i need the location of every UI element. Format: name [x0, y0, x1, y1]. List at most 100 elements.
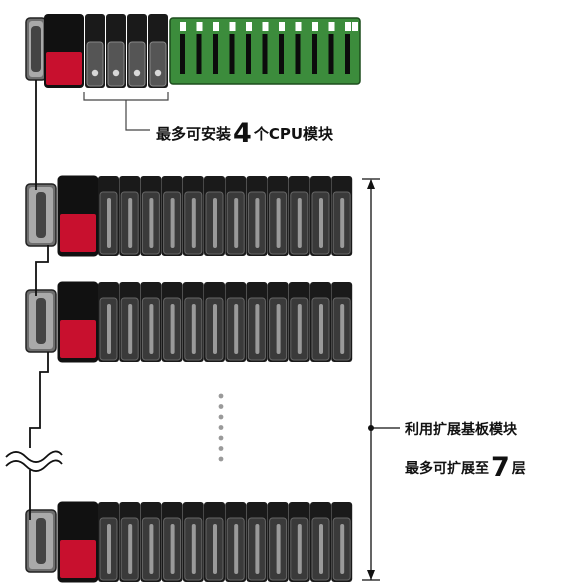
io-module-slot [128, 304, 133, 354]
power-module-red-panel [60, 214, 96, 252]
io-module-slot [276, 524, 281, 574]
ellipsis-dot [218, 456, 224, 462]
io-module [182, 282, 204, 362]
io-green-notch [352, 22, 358, 31]
io-module-slot [234, 524, 239, 574]
extension-rack-1 [57, 175, 353, 257]
io-module [331, 282, 353, 362]
io-module [182, 176, 204, 256]
io-green-notch [262, 22, 269, 31]
io-green-slot [196, 34, 202, 74]
io-module [225, 176, 247, 256]
io-green-slot [229, 34, 235, 74]
cpu-indicator [154, 69, 162, 77]
io-module [204, 502, 225, 582]
main-rack-connector [25, 17, 47, 81]
io-green-slot [213, 34, 218, 74]
dimension-leader-dot [368, 425, 374, 431]
io-module-slot [213, 524, 217, 574]
extension-rack-2 [57, 281, 353, 363]
io-modules-green [169, 17, 361, 85]
io-green-notch [312, 22, 318, 31]
io-module [140, 176, 162, 256]
ellipsis-dot [218, 446, 224, 451]
io-module-slot [340, 198, 345, 248]
io-module [140, 282, 162, 362]
cpu-indicator [112, 69, 120, 77]
io-module-slot [213, 198, 217, 248]
power-module-red-panel [60, 320, 96, 358]
ellipsis-dot [218, 425, 224, 430]
io-green-notch [196, 22, 203, 31]
io-module-slot [297, 304, 302, 354]
io-green-slot [180, 34, 185, 74]
io-module-slot [107, 524, 111, 574]
ellipsis-dot [218, 414, 224, 420]
io-green-notch [279, 22, 285, 31]
io-module-slot [107, 198, 111, 248]
ellipsis-dot [218, 435, 224, 441]
io-module [310, 176, 331, 256]
extension-caption-line1: 利用扩展基板模块 [405, 422, 517, 438]
io-module-slot [149, 304, 154, 354]
io-module-slot [149, 198, 154, 248]
io-green-notch [180, 22, 186, 31]
extension-cable [29, 352, 49, 448]
io-module [267, 282, 289, 362]
io-module-slot [170, 524, 175, 574]
extension-rack-2-connector [25, 289, 57, 353]
io-green-slot [262, 34, 268, 74]
extension-rack-7 [57, 501, 353, 583]
io-green-slot [312, 34, 317, 74]
io-module [267, 176, 289, 256]
io-module-slot [149, 524, 154, 574]
io-module [119, 176, 141, 256]
io-green-notch [229, 22, 236, 31]
io-module [98, 502, 119, 582]
io-module [331, 176, 353, 256]
ellipsis-dot [218, 404, 224, 409]
io-module-slot [319, 198, 323, 248]
io-module-slot [319, 524, 323, 574]
io-module-slot [276, 304, 281, 354]
io-module [225, 282, 247, 362]
io-module-slot [234, 198, 239, 248]
cpu-indicator [91, 69, 99, 77]
io-green-notch [295, 22, 302, 31]
dimension-arrow [367, 570, 375, 580]
io-module-slot [276, 198, 281, 248]
io-module-slot [128, 524, 133, 574]
io-green-slot [295, 34, 301, 74]
io-module-slot [191, 304, 196, 354]
io-module [140, 502, 162, 582]
dimension-arrow [367, 179, 375, 189]
io-module [331, 502, 353, 582]
cpu-module [148, 14, 168, 88]
extension-rack-7-connector [25, 509, 57, 573]
io-module [119, 282, 141, 362]
io-module-slot [234, 304, 239, 354]
cpu-module [127, 14, 147, 88]
io-module [288, 502, 310, 582]
io-green-notch [213, 22, 219, 31]
io-green-slot [328, 34, 334, 74]
io-module [246, 282, 268, 362]
io-module [310, 282, 331, 362]
io-green-notch [246, 22, 252, 31]
io-module [119, 502, 141, 582]
main-power-red-panel [46, 52, 82, 85]
io-module-slot [191, 198, 196, 248]
io-module [98, 282, 119, 362]
connector-slot [36, 518, 46, 564]
cpu-bracket-leader [125, 100, 150, 131]
io-module [246, 176, 268, 256]
io-module [182, 502, 204, 582]
cpu-module [106, 14, 126, 88]
connector-slot [36, 298, 46, 344]
cpu-bracket [83, 92, 169, 101]
cpu-indicator [133, 69, 141, 77]
io-module-slot [340, 304, 345, 354]
cable-break-symbol [5, 450, 63, 463]
